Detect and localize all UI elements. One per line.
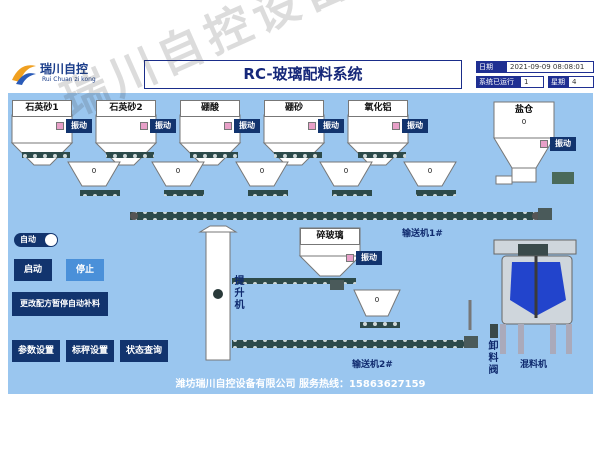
bucket-elevator — [198, 225, 238, 361]
change-recipe-button[interactable]: 更改配方暂停自动补料 — [12, 292, 108, 316]
vibrator-indicator-icon — [392, 122, 400, 130]
runtime-value: 1 — [520, 76, 544, 88]
conveyor-1-belt — [130, 212, 540, 220]
weekday-label: 星期 — [548, 76, 568, 88]
vibrate-button-5[interactable]: 振动 — [402, 119, 428, 133]
valve-label: 卸料阀 — [486, 340, 497, 376]
feeder-belts — [22, 152, 406, 158]
cullet-weigh-hopper — [353, 289, 401, 317]
bin-label-2: 石英砂2 — [96, 100, 156, 117]
vibrator-indicator-icon — [224, 122, 232, 130]
company-logo: 瑞川自控 Rui Chuan zi kong — [10, 58, 130, 90]
vibrate-button-4[interactable]: 振动 — [318, 119, 344, 133]
mixer-label: 混料机 — [520, 360, 548, 370]
salt-silo — [493, 101, 574, 185]
bin-label-5: 氧化铝 — [348, 100, 408, 117]
logo-subtext: Rui Chuan zi kong — [42, 76, 96, 83]
discharge-valve-icon — [490, 324, 498, 338]
vibrator-indicator-icon — [346, 254, 354, 262]
page-title: RC-玻璃配料系统 — [144, 60, 462, 89]
params-button[interactable]: 参数设置 — [12, 340, 60, 362]
salt-silo-label: 盐仓 — [514, 105, 533, 115]
cullet-weigh-value: 0 — [374, 296, 380, 304]
weigh-value-1: 0 — [91, 167, 97, 175]
status-query-button[interactable]: 状态查询 — [120, 340, 168, 362]
date-value: 2021-09-09 08:08:01 — [506, 61, 594, 73]
footer-text: 潍坊瑞川自控设备有限公司 服务热线：15863627159 — [175, 379, 426, 390]
vibrate-button-3[interactable]: 振动 — [234, 119, 260, 133]
toggle-knob — [45, 234, 57, 246]
conveyor-2-belt — [232, 340, 472, 348]
auto-toggle[interactable]: 自动 — [14, 233, 58, 247]
cullet-belt — [232, 278, 356, 284]
conveyor-2-label: 输送机2# — [352, 360, 393, 370]
logo-icon — [12, 65, 36, 85]
salt-silo-value: 0 — [521, 118, 527, 126]
weekday-value: 4 — [568, 76, 594, 88]
weigh-value-4: 0 — [343, 167, 349, 175]
vibrate-button-2[interactable]: 振动 — [150, 119, 176, 133]
conveyor-1-motor-icon — [538, 208, 552, 220]
start-button[interactable]: 启动 — [14, 259, 52, 281]
vibrator-indicator-icon — [140, 122, 148, 130]
cullet-vibrate-button[interactable]: 振动 — [356, 251, 382, 265]
runtime-label: 系统已运行 — [476, 76, 520, 88]
logo-text: 瑞川自控 — [40, 62, 89, 76]
cullet-bin-label: 碎玻璃 — [300, 228, 360, 245]
bin-label-3: 硼酸 — [180, 100, 240, 117]
scale-settings-button[interactable]: 标秤设置 — [66, 340, 114, 362]
weigh-hoppers — [67, 161, 457, 187]
bin-label-4: 硼砂 — [264, 100, 324, 117]
vibrator-indicator-icon — [308, 122, 316, 130]
mixer-tank — [493, 239, 577, 354]
auto-toggle-label: 自动 — [20, 235, 36, 244]
weigh-belts — [80, 190, 456, 196]
vibrator-indicator-icon — [540, 140, 548, 148]
elevator-label: 提升机 — [232, 275, 243, 311]
weigh-value-5: 0 — [427, 167, 433, 175]
vibrate-button-1[interactable]: 振动 — [66, 119, 92, 133]
weigh-value-2: 0 — [175, 167, 181, 175]
bin-label-1: 石英砂1 — [12, 100, 72, 117]
date-label: 日期 — [476, 61, 506, 73]
conveyor-1-label: 输送机1# — [402, 229, 443, 239]
salt-vibrate-button[interactable]: 振动 — [550, 137, 576, 151]
stop-button[interactable]: 停止 — [66, 259, 104, 281]
weigh-value-3: 0 — [259, 167, 265, 175]
vibrator-indicator-icon — [56, 122, 64, 130]
